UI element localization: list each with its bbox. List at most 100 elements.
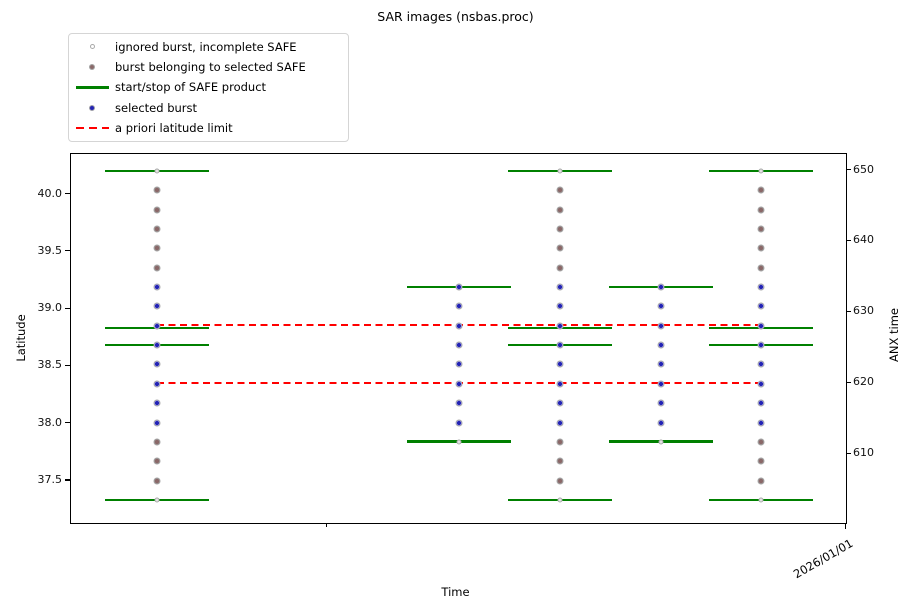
selected-burst-dot	[556, 380, 564, 388]
safe-burst-dot	[153, 438, 161, 446]
safe-line-marker-icon	[75, 86, 109, 89]
y-tick-mark-left	[65, 193, 70, 195]
y-tick-mark-left	[65, 364, 70, 366]
legend-marker-cell	[69, 104, 115, 111]
y-tick-label-left: 40.0	[37, 186, 63, 200]
selected-burst-dot	[556, 341, 564, 349]
ignored-burst-dot	[658, 439, 663, 445]
selected-burst-dot	[657, 283, 664, 291]
ignored-burst-dot	[154, 168, 160, 174]
y-tick-mark-left	[65, 479, 70, 481]
selected-burst-dot	[757, 380, 765, 388]
legend-item-safe-extent: start/stop of SAFE product	[69, 78, 348, 97]
plot-area	[70, 153, 847, 524]
ignored-burst-dot	[154, 497, 160, 503]
belonging-burst-marker-icon	[89, 64, 95, 71]
x-axis-label: Time	[441, 585, 470, 599]
selected-burst-dot	[556, 399, 564, 407]
selected-burst-dot	[153, 380, 161, 388]
ignored-burst-dot	[557, 497, 563, 503]
y-tick-label-left: 38.0	[37, 415, 63, 429]
x-minor-tick-mark	[325, 523, 327, 527]
y-tick-label-left: 38.5	[37, 358, 63, 372]
y-tick-mark-right	[846, 169, 851, 171]
safe-burst-dot	[556, 477, 564, 484]
selected-burst-dot	[455, 360, 463, 368]
selected-burst-dot	[757, 419, 765, 426]
safe-burst-dot	[757, 225, 765, 233]
safe-burst-dot	[757, 438, 765, 446]
safe-burst-dot	[757, 264, 765, 272]
safe-burst-dot	[556, 244, 564, 252]
selected-burst-dot	[556, 419, 564, 426]
y-tick-label-left: 37.5	[37, 472, 63, 486]
safe-burst-dot	[153, 244, 161, 252]
selected-burst-dot	[556, 322, 564, 330]
selected-burst-dot	[455, 322, 463, 330]
safe-burst-dot	[153, 186, 161, 194]
selected-burst-marker-icon	[89, 104, 95, 111]
selected-burst-dot	[757, 322, 765, 330]
y-tick-label-left: 39.5	[37, 243, 63, 257]
safe-burst-dot	[556, 206, 564, 214]
selected-burst-dot	[153, 419, 161, 426]
selected-burst-dot	[657, 419, 664, 426]
safe-burst-dot	[556, 186, 564, 194]
ignored-burst-dot	[758, 497, 764, 503]
x-axis-tick-label: 2026/01/01	[790, 536, 855, 582]
legend-marker-cell	[69, 64, 115, 71]
selected-burst-dot	[657, 399, 664, 407]
selected-burst-dot	[657, 380, 664, 388]
legend-marker-cell	[69, 126, 115, 130]
legend-marker-cell	[69, 44, 115, 50]
chart-title: SAR images (nsbas.proc)	[377, 9, 534, 24]
y-tick-label-right: 640	[853, 233, 874, 247]
safe-burst-dot	[757, 244, 765, 252]
selected-burst-dot	[153, 341, 161, 349]
safe-burst-dot	[757, 477, 765, 484]
selected-burst-dot	[153, 283, 161, 291]
selected-burst-dot	[153, 399, 161, 407]
selected-burst-dot	[757, 341, 765, 349]
selected-burst-dot	[757, 283, 765, 291]
y-tick-label-right: 620	[853, 375, 874, 389]
y-axis-label-right: ANX time	[887, 308, 901, 362]
safe-burst-dot	[153, 457, 161, 465]
safe-burst-dot	[757, 206, 765, 214]
legend: ignored burst, incomplete SAFE burst bel…	[68, 33, 349, 142]
selected-burst-dot	[556, 283, 564, 291]
selected-burst-dot	[455, 419, 463, 426]
legend-marker-cell	[69, 86, 115, 89]
selected-burst-dot	[556, 302, 564, 310]
safe-burst-dot	[757, 457, 765, 465]
legend-item-label: burst belonging to selected SAFE	[115, 60, 306, 75]
selected-burst-dot	[455, 380, 463, 388]
legend-item-selected-burst: selected burst	[69, 98, 348, 117]
legend-item-label: selected burst	[115, 100, 198, 115]
selected-burst-dot	[153, 322, 161, 330]
safe-burst-dot	[153, 264, 161, 272]
y-axis-label-left: Latitude	[14, 314, 28, 362]
selected-burst-dot	[757, 302, 765, 310]
selected-burst-dot	[556, 360, 564, 368]
selected-burst-dot	[757, 399, 765, 407]
y-tick-label-right: 630	[853, 304, 874, 318]
selected-burst-dot	[455, 341, 463, 349]
safe-burst-dot	[556, 438, 564, 446]
safe-burst-dot	[153, 206, 161, 214]
safe-burst-dot	[153, 477, 161, 484]
selected-burst-dot	[657, 341, 664, 349]
legend-item-ignored-burst: ignored burst, incomplete SAFE	[69, 37, 348, 56]
safe-burst-dot	[556, 225, 564, 233]
y-tick-mark-right	[846, 381, 851, 383]
x-major-tick-mark	[845, 523, 847, 529]
y-tick-mark-right	[846, 310, 851, 312]
safe-burst-dot	[556, 264, 564, 272]
y-tick-mark-left	[65, 250, 70, 252]
selected-burst-dot	[455, 283, 463, 291]
y-tick-label-right: 610	[853, 446, 874, 459]
legend-item-label: a priori latitude limit	[115, 121, 233, 136]
selected-burst-dot	[153, 302, 161, 310]
legend-item-latitude-limit: a priori latitude limit	[69, 119, 348, 138]
